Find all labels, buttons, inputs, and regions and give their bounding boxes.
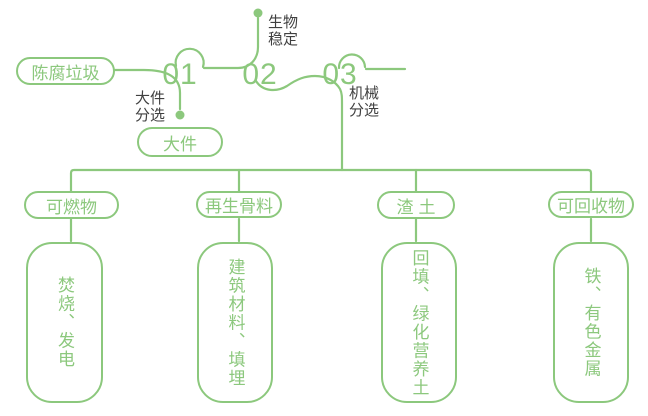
detail-box-recycled-aggregate: 建筑材料、填埋: [197, 242, 273, 403]
category-pill-combustibles: 可燃物: [24, 191, 119, 219]
bulky-items-label: 大件: [163, 134, 197, 154]
detail-box-recyclables: 铁、有色金属: [553, 242, 629, 403]
bulky-items-pill: 大件: [137, 127, 223, 157]
node-dot-dajian: [175, 110, 185, 120]
detail-text: 建筑材料、填埋: [225, 257, 245, 388]
annotation-bulky-sorting: 大件 分选: [135, 90, 166, 124]
detail-text: 焚烧、发电: [55, 276, 74, 369]
category-pill-recycled-aggregate: 再生骨料: [196, 191, 282, 218]
line-step02-to-stem: [254, 74, 344, 172]
category-label: 可回收物: [557, 197, 625, 216]
tree-horizontal: [69, 168, 593, 193]
category-label: 可燃物: [46, 197, 97, 217]
detail-box-slag-soil: 回填、绿化营养土: [381, 242, 457, 403]
detail-text: 铁、有色金属: [581, 267, 601, 378]
arc-over-step03: [337, 53, 367, 70]
category-label: 渣土: [396, 197, 441, 217]
category-pill-recyclables: 可回收物: [548, 191, 634, 218]
step-number-03: 03: [322, 58, 358, 91]
arc-over-step01: [174, 47, 205, 69]
line-step01-to-step02-bio: [202, 16, 260, 70]
step-number-01: 01: [162, 58, 198, 91]
source-label: 陈腐垃圾: [31, 63, 100, 83]
annotation-mechanical-sorting: 机械 分选: [349, 85, 380, 119]
source-pill: 陈腐垃圾: [16, 57, 115, 85]
category-label: 再生骨料: [205, 197, 273, 216]
node-dot-bio: [253, 8, 263, 18]
step-number-02: 02: [242, 58, 278, 91]
detail-box-combustibles: 焚烧、发电: [26, 242, 103, 403]
annotation-bio-stabilization: 生物 稳定: [268, 14, 299, 48]
category-pill-slag-soil: 渣土: [377, 191, 455, 219]
detail-text: 回填、绿化营养土: [409, 248, 429, 397]
line-source-to-step01-branch: [113, 68, 182, 111]
